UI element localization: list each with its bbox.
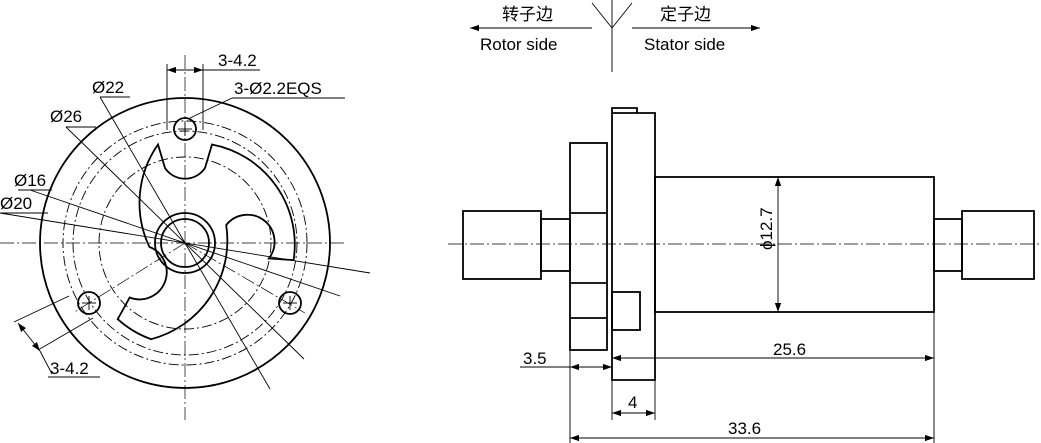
front-view: 3-4.2 3-Ø2.2EQS Ø22 Ø26 Ø16 Ø20 3-4.2 [0, 51, 371, 420]
stator-side-cn: 定子边 [660, 5, 711, 25]
mount-hole-left [77, 291, 101, 315]
rotor-side-cn: 转子边 [502, 5, 553, 25]
dim-holes: 3-Ø2.2EQS [234, 79, 322, 98]
dim-d16: Ø16 [14, 171, 46, 190]
dim-flange-width: 4 [628, 393, 637, 412]
left-shaft-neck [540, 218, 571, 272]
dim-pitch-top: 3-4.2 [218, 51, 257, 70]
main-body [654, 176, 935, 313]
dim-body-length: 25.6 [773, 340, 806, 359]
dim-d26: Ø26 [50, 107, 82, 126]
stator-flange-tab [611, 291, 641, 331]
hub-outer-circle [154, 212, 216, 274]
dim-d20: Ø20 [0, 194, 32, 213]
side-view: ϕ12.7 3.5 25.6 4 33.6 [448, 107, 1041, 443]
dim-d22: Ø22 [92, 78, 124, 97]
stator-side-label: Stator side [644, 35, 725, 54]
dim-flange-left: 3.5 [523, 349, 547, 368]
dim-pitch-bottom: 3-4.2 [50, 359, 89, 378]
outer-flange-circle [39, 97, 331, 389]
right-shaft-end [961, 210, 1035, 280]
mount-hole-right [278, 291, 302, 315]
rotor-side-label: Rotor side [480, 35, 557, 54]
dim-shaft-diameter: ϕ12.7 [757, 207, 776, 250]
mount-hole-top [173, 117, 197, 141]
rotor-flange [569, 142, 608, 351]
dim-total-length: 33.6 [728, 419, 761, 438]
left-shaft-end [462, 210, 542, 280]
hub-inner-circle [160, 218, 210, 268]
side-indicator: 转子边 定子边 Rotor side Stator side [470, 0, 760, 72]
right-shaft-neck [933, 218, 963, 272]
stator-flange [611, 107, 656, 381]
